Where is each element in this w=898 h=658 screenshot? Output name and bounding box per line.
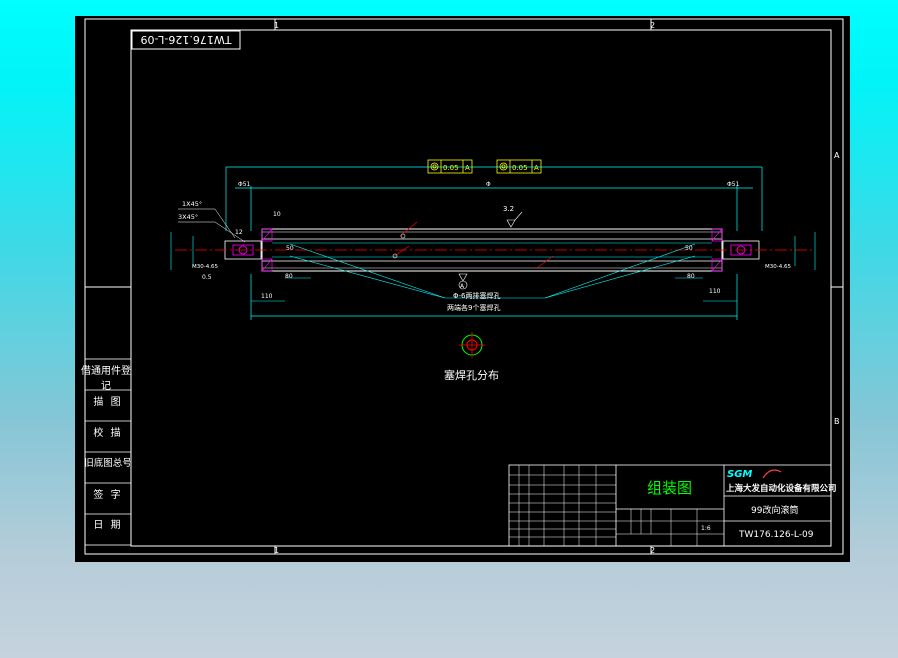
dim-50-left: 50: [286, 245, 294, 252]
zone-label-right-a: A: [834, 151, 840, 160]
dim-top-mid: Φ: [486, 181, 491, 188]
dim-50-right: 50: [685, 245, 693, 252]
dim-top-right: Φ51: [727, 181, 740, 188]
inner-frame: [130, 29, 832, 547]
dim-0-5: 0.5: [202, 274, 212, 281]
drawing-number-text: TW176.126-L-09: [141, 33, 233, 46]
dim-thread-right: M30-4.65: [765, 264, 791, 270]
chamfer-note-2: 3X45°: [178, 213, 198, 221]
tolerance-frame-right: 0.05 A: [496, 159, 542, 174]
weld-note-1: Φ-6两排塞焊孔: [453, 291, 501, 300]
drawing-viewport[interactable]: 1 2 1 2 A B TW176.126-L-09 0.05 A: [75, 16, 850, 562]
dim-80-right: 80: [687, 273, 695, 280]
zone-label-bottom-2: 2: [650, 546, 655, 555]
dim-110-left: 110: [261, 293, 273, 300]
tolerance-datum-right: A: [534, 164, 539, 172]
dim-110-right: 110: [709, 288, 721, 295]
title-block-title: 组装图: [647, 479, 692, 497]
left-panel-label-3: 校 描: [93, 428, 123, 439]
title-block-part-number: TW176.126-L-09: [738, 530, 814, 540]
zone-label-top-1: 1: [274, 21, 279, 30]
left-panel: [84, 358, 132, 546]
drum-assembly: 0.05 A 0.05 A Φ51 Φ Φ51: [170, 159, 816, 320]
tolerance-value-left: 0.05: [443, 164, 459, 172]
dim-12: 12: [235, 229, 243, 236]
datum-letter: A: [460, 283, 465, 290]
title-block-logo: SGM: [727, 469, 752, 480]
roughness-value: 3.2: [503, 205, 514, 213]
title-block-part-name: 99改向滚筒: [751, 504, 798, 516]
dim-80-left: 80: [285, 273, 293, 280]
title-block: 组装图 SGM 上海大发自动化设备有限公司 99改向滚筒 1:6 TW176.1…: [508, 464, 837, 547]
dim-10: 10: [273, 211, 281, 218]
title-block-scale: 1:6: [701, 525, 711, 532]
title-block-company: 上海大发自动化设备有限公司: [726, 483, 837, 494]
dim-top-left: Φ51: [238, 181, 251, 188]
drawing-number-box: [131, 30, 241, 50]
left-panel-label-6: 日 期: [93, 520, 123, 531]
left-panel-label-2: 描 图: [93, 397, 123, 408]
tolerance-frame-left: 0.05 A: [427, 159, 473, 174]
weld-note-2: 两端各9个塞焊孔: [447, 303, 500, 312]
tolerance-datum-left: A: [465, 164, 470, 172]
chamfer-note-1: 1X45°: [182, 200, 202, 208]
zone-label-bottom-1: 1: [274, 546, 279, 555]
left-panel-label-4: 旧底图总号: [84, 458, 132, 469]
weld-detail-label: 塞焊孔分布: [444, 368, 499, 382]
left-panel-label-1: 借通用件登记: [81, 366, 131, 392]
cad-drawing: 1 2 1 2 A B TW176.126-L-09 0.05 A: [84, 18, 844, 555]
tolerance-value-right: 0.05: [512, 164, 528, 172]
left-panel-label-5: 签 字: [93, 490, 123, 501]
zone-label-top-2: 2: [650, 21, 655, 30]
zone-label-right-b: B: [834, 417, 840, 426]
weld-hole-detail: 塞焊孔分布: [444, 332, 499, 382]
dim-thread-left: M30-4.65: [192, 264, 218, 270]
